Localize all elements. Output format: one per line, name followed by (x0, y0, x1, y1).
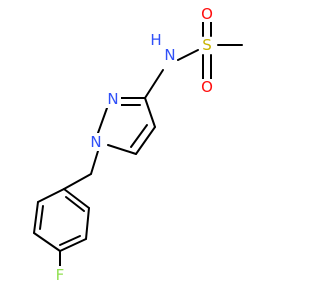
bond-c5-c6 (33, 201, 39, 234)
bond-n1-c5 (107, 144, 137, 155)
atom-nitrogen-ring-1: N (90, 133, 101, 151)
bond-n1-ch2 (90, 150, 99, 175)
bond-c1-c2 (63, 188, 90, 209)
bond-inner-c1-c2 (65, 196, 85, 212)
bond-c2-c3 (85, 207, 90, 240)
bond-n2-n1 (97, 107, 108, 134)
atom-nh-nitrogen: N (164, 46, 175, 64)
atom-nh-hydrogen: H (150, 31, 161, 49)
bond-inner-c5-c6 (39, 205, 44, 230)
bonds (33, 21, 243, 271)
bond-c5-c4-a (135, 126, 156, 155)
bond-c3-c4 (59, 238, 87, 252)
atom-oxygen-top: O (201, 5, 213, 23)
atom-oxygen-bottom: O (201, 78, 213, 96)
atom-sulfur: S (202, 36, 212, 54)
atom-fluorine: F (56, 266, 65, 284)
bond-nh-c3 (144, 69, 164, 99)
molecule-structure: N H S O O N N F (33, 5, 243, 284)
bond-inner-c3-c4 (59, 235, 81, 246)
bond-ch2-ipso (63, 173, 92, 190)
atom-nitrogen-ring-2: N (107, 90, 118, 108)
bond-s-nh (177, 49, 199, 61)
bond-c5-c4-b (130, 124, 148, 148)
bond-c6-c1 (37, 188, 65, 203)
bond-c4-c3 (144, 97, 156, 128)
bond-c4-c5 (33, 232, 61, 252)
atom-labels: N H S O O N N F (53, 5, 215, 284)
